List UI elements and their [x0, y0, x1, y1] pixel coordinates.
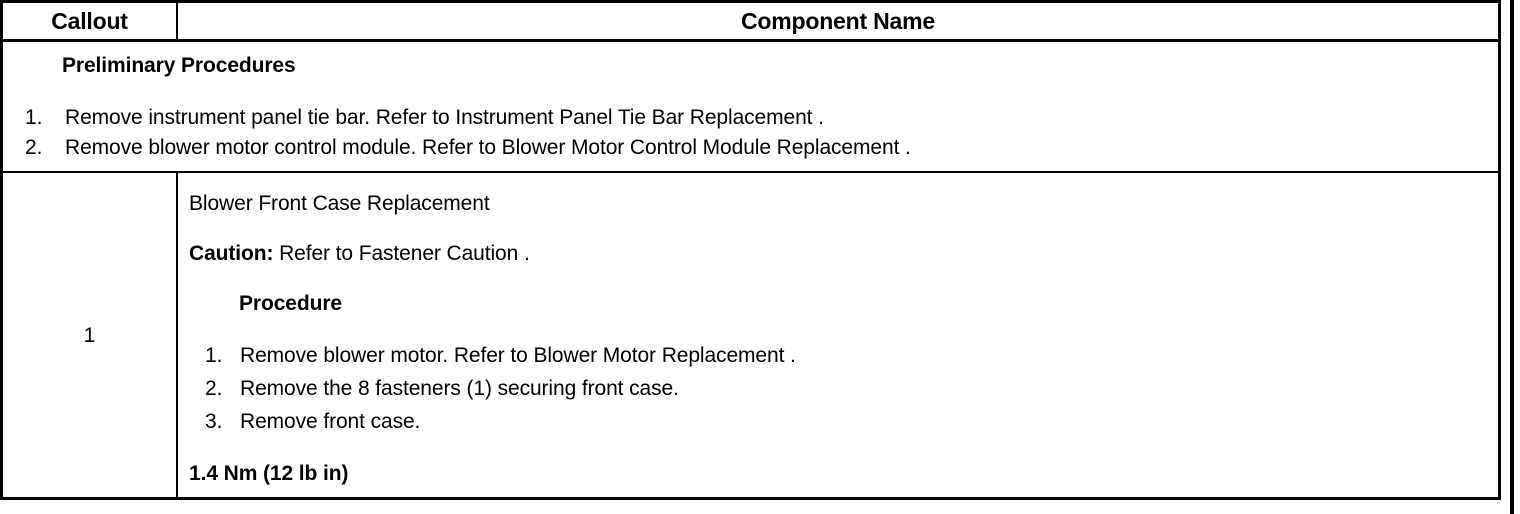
header-label-component-name: Component Name	[741, 7, 935, 34]
cell-callout-number: 1	[3, 173, 178, 497]
list-item: 2. Remove blower motor control module. R…	[25, 133, 1488, 163]
list-item: 2. Remove the 8 fasteners (1) securing f…	[205, 372, 1488, 405]
preliminary-procedures-row: Preliminary Procedures 1. Remove instrum…	[3, 42, 1498, 173]
header-cell-component-name: Component Name	[178, 3, 1498, 39]
cell-component-description: Blower Front Case Replacement Caution: R…	[178, 173, 1498, 497]
list-item-number: 1.	[25, 106, 43, 130]
component-title: Blower Front Case Replacement	[189, 192, 490, 215]
header-cell-callout: Callout	[3, 3, 178, 39]
torque-specification: 1.4 Nm (12 lb in)	[189, 462, 349, 486]
preliminary-procedures-title: Preliminary Procedures	[62, 54, 296, 77]
list-item-text: Remove blower motor. Refer to Blower Mot…	[240, 344, 796, 368]
table-row: 1 Blower Front Case Replacement Caution:…	[3, 173, 1498, 497]
list-item-number: 2.	[25, 136, 43, 160]
list-item-text: Remove the 8 fasteners (1) securing fron…	[240, 377, 679, 401]
component-description-content: Blower Front Case Replacement Caution: R…	[178, 173, 1498, 497]
callout-table: Callout Component Name Preliminary Proce…	[0, 0, 1501, 500]
list-item-number: 1.	[205, 344, 223, 368]
list-item-number: 3.	[205, 410, 223, 434]
list-item: 1. Remove instrument panel tie bar. Refe…	[25, 103, 1488, 133]
caution-label: Caution:	[189, 242, 274, 266]
list-item-text: Remove front case.	[240, 410, 421, 434]
table-header-row: Callout Component Name	[3, 3, 1498, 42]
page-edge-rule	[1510, 0, 1514, 514]
callout-number-value: 1	[83, 323, 96, 347]
caution-text: Refer to Fastener Caution .	[273, 242, 530, 266]
preliminary-procedures-cell: Preliminary Procedures 1. Remove instrum…	[3, 42, 1498, 171]
list-item: 1. Remove blower motor. Refer to Blower …	[205, 339, 1488, 372]
preliminary-procedures-list: 1. Remove instrument panel tie bar. Refe…	[25, 103, 1488, 163]
procedure-step-list: 1. Remove blower motor. Refer to Blower …	[189, 339, 1488, 438]
procedure-heading: Procedure	[239, 292, 342, 316]
list-item-text: Remove blower motor control module. Refe…	[65, 136, 911, 160]
caution-note: Caution: Refer to Fastener Caution .	[189, 242, 1488, 265]
list-item-number: 2.	[205, 377, 223, 401]
list-item-text: Remove instrument panel tie bar. Refer t…	[65, 106, 824, 130]
header-label-callout: Callout	[51, 7, 128, 34]
list-item: 3. Remove front case.	[205, 405, 1488, 438]
